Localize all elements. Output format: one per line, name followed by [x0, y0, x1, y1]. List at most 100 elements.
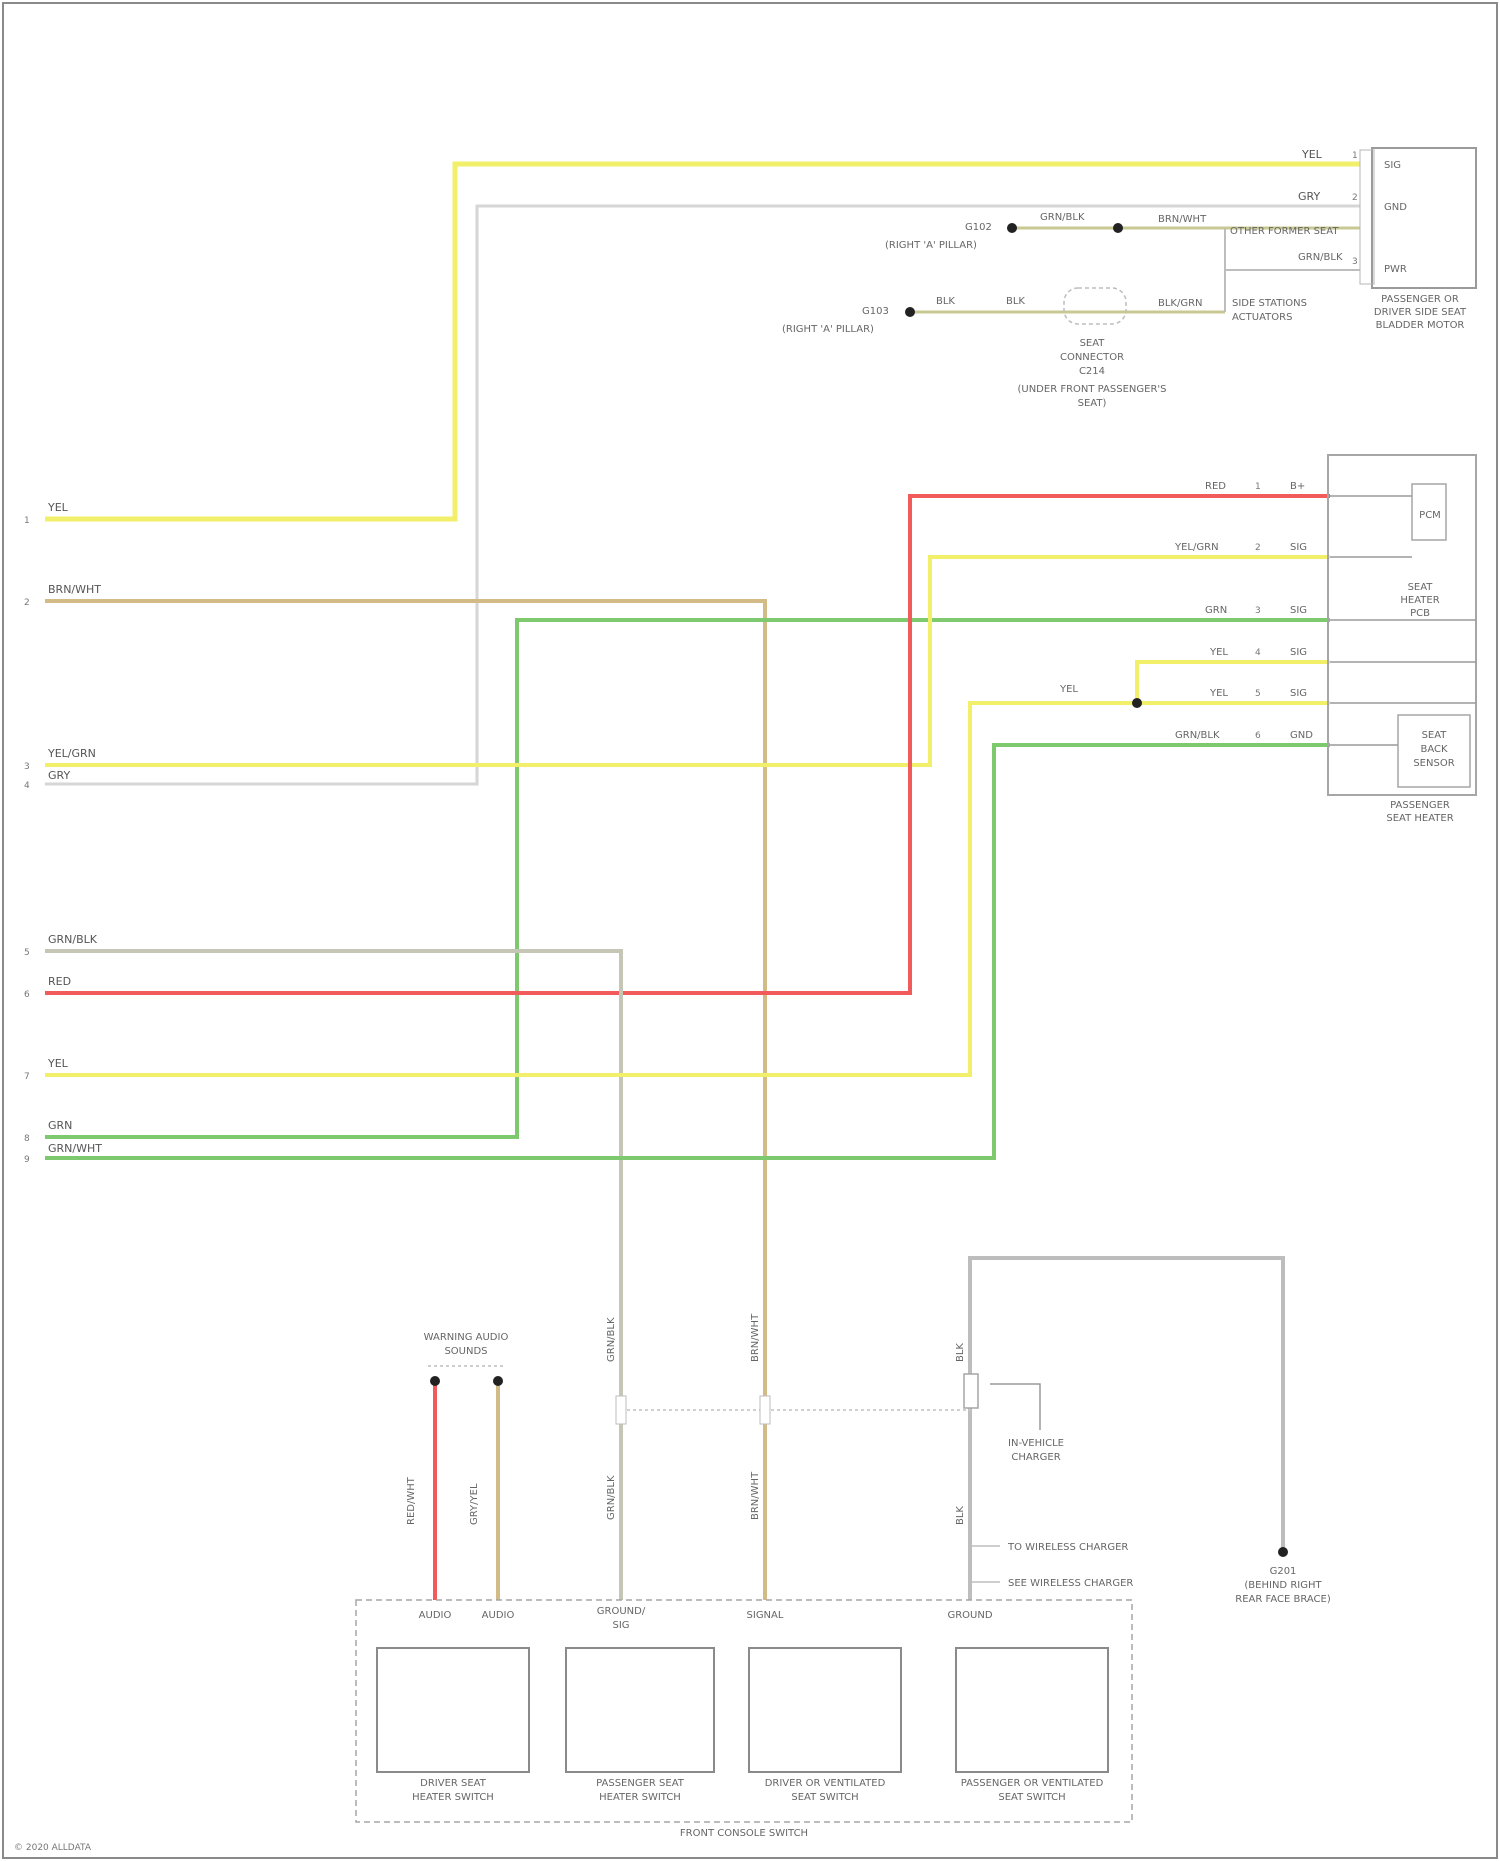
- switch-4-caption-1: PASSENGER OR VENTILATED: [961, 1778, 1104, 1789]
- driver-seat-heater-switch: [377, 1648, 529, 1772]
- right-row-wire-6: GRN/BLK: [1175, 730, 1220, 741]
- left-pin-4: 4: [24, 781, 30, 791]
- terminal-label-2: AUDIO: [482, 1610, 515, 1621]
- left-wire-label-6: RED: [48, 975, 71, 988]
- left-pin-7: 7: [24, 1072, 30, 1082]
- bottom-section: WARNING AUDIO SOUNDS RED/WHT GRY/YEL GRN…: [356, 1313, 1331, 1839]
- right-row-pin-2: 2: [1255, 543, 1261, 553]
- splice-dot-top: [1113, 223, 1123, 233]
- right-row-wire-3: GRN: [1205, 605, 1227, 616]
- mid-connector-2: [760, 1396, 770, 1424]
- seat-back-sensor-label-1: SEAT: [1422, 730, 1448, 741]
- top-module-caption-2: DRIVER SIDE SEAT: [1374, 307, 1467, 318]
- terminal-label-1: AUDIO: [419, 1610, 452, 1621]
- seat-connector-caption-1: SEAT: [1080, 338, 1106, 349]
- top-module-wire-label-2: GRN/BLK: [1298, 252, 1343, 263]
- top-module-wire-label-3: BLK/GRN: [1158, 298, 1203, 309]
- side-note-2: SEE WIRELESS CHARGER: [1008, 1578, 1133, 1589]
- right-row-term-5: SIG: [1290, 688, 1307, 699]
- top-module-wire-label-1: BRN/WHT: [1158, 214, 1207, 225]
- seat-connector-caption-3: C214: [1079, 366, 1105, 377]
- mid-wire-lower-1: GRN/BLK: [606, 1475, 617, 1520]
- ground-g102-location: (RIGHT 'A' PILLAR): [885, 240, 977, 251]
- right-row-term-1: B+: [1290, 481, 1305, 492]
- top-module-term-2: GND: [1384, 202, 1407, 213]
- ground-g102-label: G102: [965, 222, 992, 233]
- mid-wire-lower-2: BRN/WHT: [750, 1471, 761, 1520]
- bottom-left-wire-2: GRY/YEL: [469, 1483, 480, 1525]
- left-wire-label-5: GRN/BLK: [48, 933, 98, 946]
- ground-g201-label: G201: [1270, 1566, 1297, 1577]
- mid-wire-upper-1: GRN/BLK: [606, 1317, 617, 1362]
- seat-connector-caption-5: SEAT): [1078, 398, 1107, 409]
- top-module: YEL 1 GRY 2 3 SIG GND PWR PASSENGER OR D…: [1158, 148, 1476, 331]
- charger-caption-2: CHARGER: [1011, 1452, 1060, 1463]
- ground-wire-lower: BLK: [955, 1506, 966, 1525]
- right-row-wire-2: YEL/GRN: [1174, 542, 1219, 553]
- mid-wire-upper-2: BRN/WHT: [750, 1313, 761, 1362]
- driver-ventilated-seat-switch: [749, 1648, 901, 1772]
- wire-yel-lower: [45, 662, 1330, 1075]
- right-row-wire-1: RED: [1205, 481, 1226, 492]
- ground-dot-g102: [1007, 223, 1017, 233]
- seat-back-sensor-label-3: SENSOR: [1413, 758, 1454, 769]
- right-row-pin-5: 5: [1255, 689, 1261, 699]
- left-pin-2: 2: [24, 598, 30, 608]
- top-module-term-3: PWR: [1384, 264, 1407, 275]
- left-wire-label-4: GRY: [48, 769, 70, 782]
- left-pin-6: 6: [24, 990, 30, 1000]
- top-module-caption-3: BLADDER MOTOR: [1376, 320, 1465, 331]
- ground-g201-location-1: (BEHIND RIGHT: [1244, 1580, 1322, 1591]
- right-row-term-3: SIG: [1290, 605, 1307, 616]
- switch-2-caption-2: HEATER SWITCH: [599, 1792, 681, 1803]
- footer-copyright: © 2020 ALLDATA: [14, 1843, 92, 1853]
- left-wire-label-8: GRN: [48, 1119, 72, 1132]
- passenger-seat-heater-switch: [566, 1648, 714, 1772]
- yel-splice-dot: [1132, 698, 1142, 708]
- seat-connector-caption-4: (UNDER FRONT PASSENGER'S: [1017, 384, 1166, 395]
- right-row-pin-4: 4: [1255, 648, 1261, 658]
- charger-leader: [990, 1384, 1040, 1430]
- top-module-caption-1: PASSENGER OR: [1381, 294, 1459, 305]
- right-row-term-6: GND: [1290, 730, 1313, 741]
- switch-3-caption-1: DRIVER OR VENTILATED: [765, 1778, 886, 1789]
- right-row-wire-5: YEL: [1209, 688, 1228, 699]
- left-pin-1: 1: [24, 516, 30, 526]
- top-splice-wire-b: BLK: [936, 296, 955, 307]
- ground-g201-location-2: REAR FACE BRACE): [1235, 1594, 1331, 1605]
- top-module-note-2: SIDE STATIONS: [1232, 298, 1307, 309]
- left-wire-label-2: BRN/WHT: [48, 583, 101, 596]
- seat-connector-c214: [1064, 288, 1126, 324]
- top-module-note-3: ACTUATORS: [1232, 312, 1292, 323]
- wire-brn-wht: [45, 601, 765, 1600]
- console-module-caption: FRONT CONSOLE SWITCH: [680, 1828, 808, 1839]
- right-module: PCM SEAT BACK SENSOR SEAT HEATER PCB PAS…: [1059, 455, 1476, 824]
- ground-wire-upper: BLK: [955, 1343, 966, 1362]
- top-splice-wire-c: BLK: [1006, 296, 1025, 307]
- right-row-pin-6: 6: [1255, 731, 1261, 741]
- left-pin-9: 9: [24, 1155, 30, 1165]
- left-pin-5: 5: [24, 948, 30, 958]
- switch-1-caption-1: DRIVER SEAT: [420, 1778, 487, 1789]
- top-module-pin-1: 1: [1352, 151, 1358, 161]
- switch-2-caption-1: PASSENGER SEAT: [596, 1778, 685, 1789]
- bottom-left-wire-1: RED/WHT: [406, 1476, 417, 1525]
- warning-audio-title-2: SOUNDS: [444, 1346, 487, 1357]
- ground-dot-g103: [905, 307, 915, 317]
- right-row-term-2: SIG: [1290, 542, 1307, 553]
- top-module-term-1: SIG: [1384, 160, 1401, 171]
- ground-g201-dot: [1278, 1547, 1288, 1557]
- top-module-wire-gry: GRY: [1298, 190, 1320, 203]
- passenger-seat-heater-caption-2: SEAT HEATER: [1386, 813, 1453, 824]
- terminal-label-3: GROUND/: [597, 1606, 646, 1617]
- wire-grn-blk: [45, 951, 621, 1600]
- right-row-pin-3: 3: [1255, 606, 1261, 616]
- seat-heater-pcb-caption-3: PCB: [1410, 608, 1430, 619]
- warning-audio-dot-2: [493, 1376, 503, 1386]
- left-wire-label-7: YEL: [47, 1057, 69, 1070]
- side-note-1: TO WIRELESS CHARGER: [1007, 1542, 1128, 1553]
- ground-g103-location: (RIGHT 'A' PILLAR): [782, 324, 874, 335]
- seat-heater-pcb-caption-1: SEAT: [1408, 582, 1434, 593]
- switch-1-caption-2: HEATER SWITCH: [412, 1792, 494, 1803]
